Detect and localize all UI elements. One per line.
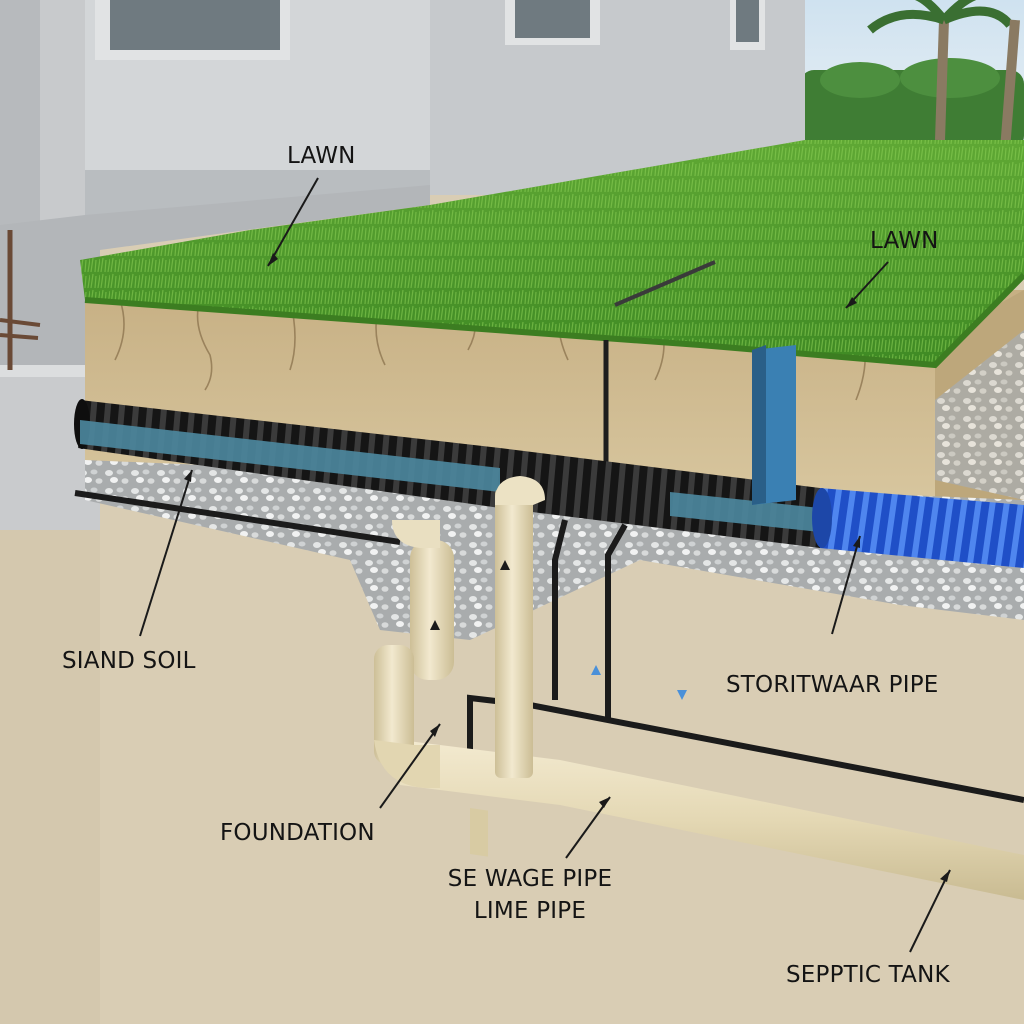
- label-lime-pipe: LIME PIPE: [473, 898, 587, 924]
- label-sand-soil: SIAND SOIL: [62, 648, 196, 674]
- label-foundation: FOUNDATION: [220, 820, 375, 846]
- label-lawn-left: LAWN: [287, 143, 356, 169]
- label-lawn-right: LAWN: [870, 228, 939, 254]
- label-stormwater-pipe: STORITWAAR PIPE: [726, 672, 939, 698]
- label-septic-tank: SEPPTIC TANK: [786, 962, 950, 988]
- label-sewage-pipe: SE WAGE PIPE: [447, 866, 613, 892]
